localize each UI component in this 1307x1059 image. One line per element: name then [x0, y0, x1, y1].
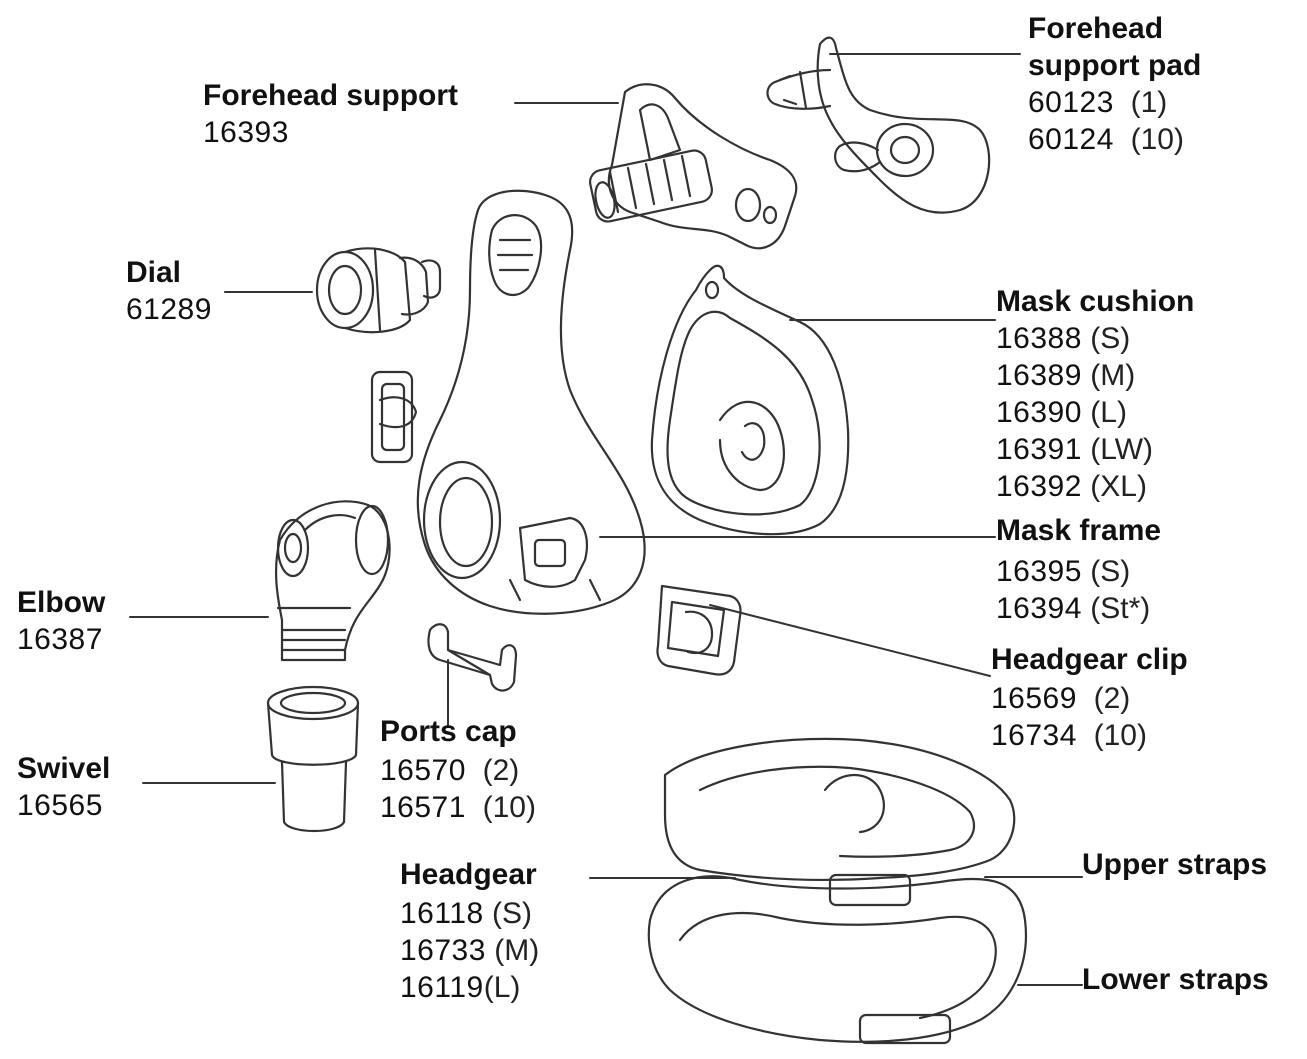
qualifier: (L) — [483, 971, 521, 1004]
mask-cushion-title: Mask cushion — [996, 285, 1195, 318]
qualifier: (M) — [494, 934, 540, 967]
qualifier: (1) — [1130, 86, 1168, 119]
mask-frame-code-row: 16394 (St*) — [996, 590, 1161, 627]
label-swivel: Swivel 16565 — [17, 750, 110, 824]
leader-headgear-clip — [709, 604, 991, 677]
leader-lines — [129, 53, 1083, 986]
qualifier: (S) — [492, 897, 533, 930]
code: 16119 — [400, 971, 484, 1004]
label-forehead-support: Forehead support 16393 — [203, 77, 458, 151]
label-ports-cap: Ports cap 16570 (2) 16571 (10) — [380, 713, 536, 826]
label-headgear: Headgear 16118 (S) 16733 (M) 16119(L) — [400, 856, 539, 1006]
elbow-title: Elbow — [17, 586, 106, 619]
forehead-support-pad-code-row: 60123 (1) — [1028, 84, 1201, 121]
mask-cushion-drawing — [650, 264, 850, 536]
code: 16118 — [400, 897, 484, 930]
qualifier: (10) — [1130, 123, 1184, 156]
qualifier: (St*) — [1090, 592, 1151, 625]
headgear-code-row: 16733 (M) — [400, 932, 539, 969]
mask-cushion-code-row: 16389 (M) — [996, 357, 1194, 394]
label-lower-straps: Lower straps — [1082, 961, 1269, 998]
forehead-support-drawing — [589, 83, 798, 250]
swivel-drawing — [266, 685, 360, 832]
ports-cap-code-row: 16570 (2) — [380, 752, 536, 789]
label-mask-cushion: Mask cushion 16388 (S) 16389 (M) 16390 (… — [996, 283, 1194, 505]
qualifier: (10) — [1093, 719, 1147, 752]
headgear-code-row: 16118 (S) — [400, 895, 539, 932]
swivel-title: Swivel — [17, 752, 111, 785]
forehead-support-pad-title-line1: Forehead — [1028, 12, 1164, 45]
code: 60124 — [1028, 123, 1114, 156]
code: 16388 — [996, 322, 1082, 355]
code: 16733 — [400, 934, 486, 967]
mask-cushion-code-row: 16391 (LW) — [996, 431, 1194, 468]
dial-code: 61289 — [126, 293, 212, 326]
forehead-support-code: 16393 — [203, 116, 289, 149]
mask-cushion-code-row: 16390 (L) — [996, 394, 1194, 431]
qualifier: (2) — [482, 754, 520, 787]
swivel-code: 16565 — [17, 789, 103, 822]
label-mask-frame: Mask frame 16395 (S) 16394 (St*) — [996, 512, 1161, 627]
label-elbow: Elbow 16387 — [17, 584, 105, 658]
code: 16390 — [996, 396, 1082, 429]
ports-cap-title: Ports cap — [380, 715, 517, 748]
qualifier: (XL) — [1090, 470, 1147, 503]
label-headgear-clip: Headgear clip 16569 (2) 16734 (10) — [991, 641, 1188, 754]
code: 16569 — [991, 682, 1077, 715]
headgear-drawing — [647, 737, 1027, 1045]
label-forehead-support-pad: Forehead support pad 60123 (1) 60124 (10… — [1028, 10, 1201, 158]
label-upper-straps: Upper straps — [1082, 846, 1267, 883]
headgear-clip-title: Headgear clip — [991, 643, 1188, 676]
code: 60123 — [1028, 86, 1114, 119]
mask-cushion-code-row: 16392 (XL) — [996, 468, 1194, 505]
upper-straps-title: Upper straps — [1082, 848, 1268, 881]
mask-frame-code-row: 16395 (S) — [996, 553, 1161, 590]
headgear-title: Headgear — [400, 858, 537, 891]
dial-title: Dial — [126, 256, 182, 289]
qualifier: (10) — [482, 791, 536, 824]
mask-frame-drawing — [416, 189, 646, 615]
ports-cap-drawing — [427, 623, 518, 692]
code: 16392 — [996, 470, 1082, 503]
code: 16394 — [996, 592, 1082, 625]
label-dial: Dial 61289 — [126, 254, 212, 328]
qualifier: (LW) — [1090, 433, 1154, 466]
qualifier: (L) — [1090, 396, 1127, 429]
mask-frame-title: Mask frame — [996, 514, 1162, 547]
lower-straps-title: Lower straps — [1082, 963, 1269, 996]
mask-cushion-code-row: 16388 (S) — [996, 320, 1194, 357]
elbow-code: 16387 — [17, 623, 103, 656]
qualifier: (2) — [1093, 682, 1131, 715]
dial-drawing — [315, 247, 442, 334]
forehead-support-title: Forehead support — [203, 79, 459, 112]
headgear-code-row: 16119(L) — [400, 969, 539, 1006]
code: 16571 — [380, 791, 466, 824]
elbow-drawing — [274, 500, 391, 662]
code: 16570 — [380, 754, 466, 787]
forehead-support-pad-title-line2: support pad — [1028, 49, 1202, 82]
code: 16391 — [996, 433, 1082, 466]
qualifier: (M) — [1090, 359, 1136, 392]
headgear-clip-code-row: 16569 (2) — [991, 680, 1188, 717]
forehead-support-pad-code-row: 60124 (10) — [1028, 121, 1201, 158]
code: 16395 — [996, 555, 1082, 588]
qualifier: (S) — [1090, 322, 1131, 355]
qualifier: (S) — [1090, 555, 1131, 588]
headgear-clip-drawing — [656, 584, 742, 676]
small-clip-drawing — [370, 370, 418, 464]
ports-cap-code-row: 16571 (10) — [380, 789, 536, 826]
code: 16389 — [996, 359, 1082, 392]
forehead-support-pad-drawing — [766, 36, 991, 214]
headgear-clip-code-row: 16734 (10) — [991, 717, 1188, 754]
code: 16734 — [991, 719, 1077, 752]
